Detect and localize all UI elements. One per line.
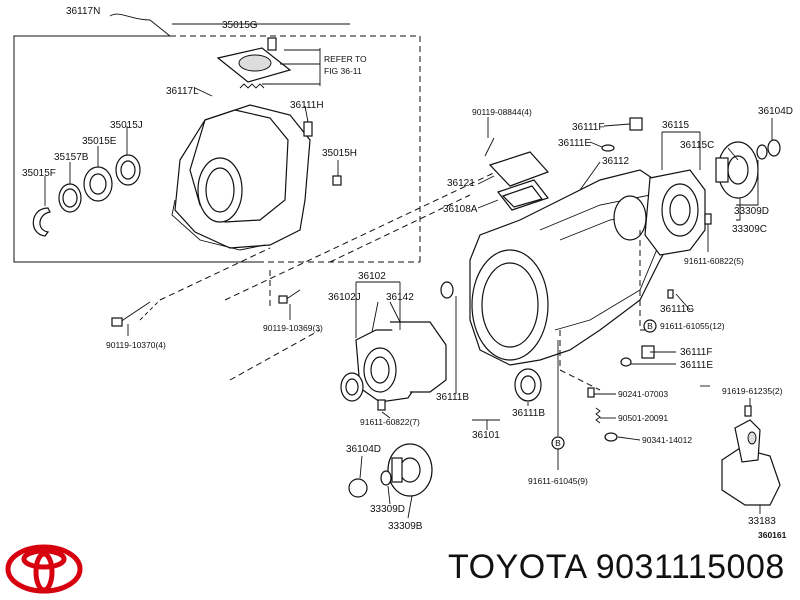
bearing-35015e — [83, 166, 113, 202]
leader-36117n — [109, 13, 171, 37]
plug-36111f-top — [629, 117, 643, 131]
gasket-inner — [501, 185, 544, 208]
pin-36117l — [194, 87, 213, 97]
dashed-link-3 — [229, 329, 321, 381]
label-36112: 36112 — [602, 156, 630, 167]
adapter-housing — [171, 104, 311, 251]
label-36142: 36142 — [386, 292, 414, 303]
seal-36111b-left — [440, 281, 454, 299]
bolt-90119-10369 — [278, 289, 301, 304]
bolt-91611-60822-5 — [704, 213, 712, 225]
label-36104d-bot: 36104D — [346, 444, 381, 455]
bolt-90119-10370 — [111, 301, 151, 327]
label-36111b-left: 36111B — [436, 392, 469, 403]
label-90119-10369: 90119-10369(3) — [263, 323, 323, 333]
label-90241-07003: 90241-07003 — [618, 389, 668, 399]
label-36111f-mid: 36111F — [680, 347, 712, 358]
label-33309b: 33309B — [388, 521, 423, 532]
label-36111f-top: 36111F — [572, 122, 604, 133]
seal-35015j — [115, 154, 141, 186]
label-fig: FIG 36-11 — [324, 66, 362, 76]
dashed-link-1 — [329, 194, 471, 263]
label-360161: 360161 — [758, 530, 787, 540]
snap-ring-35015f — [32, 207, 51, 237]
label-35015h: 35015H — [322, 148, 357, 159]
label-36102: 36102 — [358, 271, 386, 282]
washer-33309d-bot — [380, 470, 392, 486]
flange-36115c — [715, 141, 759, 199]
label-36111b-right: 36111B — [512, 408, 545, 419]
seal-36111b-right — [514, 368, 542, 402]
label-90119-10370: 90119-10370(4) — [106, 340, 166, 350]
label-35015f: 35015F — [22, 168, 56, 179]
plug-90341-14012 — [604, 432, 618, 442]
label-36117l: 36117L — [166, 86, 199, 97]
bolt-91619-61235 — [744, 405, 752, 417]
adapter-group-frame — [13, 35, 421, 263]
washer-33309d-top — [756, 144, 768, 160]
gasket-36142 — [390, 321, 447, 393]
label-36111e-top: 36111E — [558, 138, 591, 149]
label-90341-14012: 90341-14012 — [642, 435, 692, 445]
label-90501-20091: 90501-20091 — [618, 413, 668, 423]
front-cover-36115 — [644, 169, 706, 256]
seal-36102j — [340, 372, 364, 402]
label-36102j: 36102J — [328, 292, 361, 303]
marker-b-1: B — [643, 319, 657, 333]
label-91611-60822-7: 91611-60822(7) — [360, 417, 420, 427]
label-35015e: 35015E — [82, 136, 117, 147]
label-36101: 36101 — [472, 430, 500, 441]
marker-b-text: B — [555, 438, 561, 448]
leader-lines — [44, 48, 773, 519]
mount-33183 — [721, 419, 781, 506]
label-36111g: 36111G — [660, 304, 694, 315]
marker-b-text: B — [647, 321, 653, 331]
label-35157b: 35157B — [54, 152, 89, 163]
label-36115: 36115 — [662, 120, 690, 131]
label-33309d-bot: 33309D — [370, 504, 405, 515]
label-36108a: 36108A — [443, 204, 478, 215]
label-35015j: 35015J — [110, 120, 143, 131]
label-91611-60822-5: 91611-60822(5) — [684, 256, 744, 266]
label-91611-61055: 91611-61055(12) — [660, 321, 725, 331]
label-36117n: 36117N — [66, 6, 100, 17]
plug-35015h — [332, 175, 342, 186]
brand-part-number: TOYOTA 9031115008 — [448, 548, 785, 586]
toyota-logo-emblem — [5, 544, 83, 594]
main-housing-36101 — [469, 169, 681, 366]
spring-90501-20091 — [595, 407, 601, 424]
bolt-36111h — [303, 121, 313, 137]
dashed-link-2 — [224, 169, 501, 301]
label-36104d-top: 36104D — [758, 106, 793, 117]
label-35015g: 35015G — [222, 20, 258, 31]
label-36111h: 36111H — [290, 100, 324, 111]
part-labels: 36117N 35015G REFER TO FIG 36-11 36117L … — [22, 6, 793, 540]
label-36121: 36121 — [447, 178, 475, 189]
label-36115c: 36115C — [680, 140, 714, 151]
pin-36111g — [667, 289, 674, 299]
cover-36121 — [488, 151, 550, 187]
nut-36104d-top — [767, 139, 781, 157]
bolt-90119-08844 — [484, 137, 495, 157]
label-refer-to: REFER TO — [324, 54, 367, 64]
label-33309d-top: 33309D — [734, 206, 769, 217]
bolt-91611-60822-7 — [377, 399, 386, 411]
label-91611-61045: 91611-61045(9) — [528, 476, 588, 486]
gasket-36111e-top — [601, 144, 615, 152]
label-91619-61235: 91619-61235(2) — [722, 386, 783, 396]
cover-plate-35015g — [216, 37, 292, 89]
ring-35157b — [58, 183, 82, 213]
label-33183: 33183 — [748, 516, 776, 527]
toyota-logo — [5, 544, 83, 594]
label-33309c: 33309C — [732, 224, 767, 235]
plug-90241-07003 — [587, 387, 595, 398]
nut-36104d-bot — [348, 478, 368, 498]
flange-33309b — [387, 443, 433, 497]
label-36111e-mid: 36111E — [680, 360, 713, 371]
gasket-36111e-mid — [620, 357, 632, 367]
marker-b-2: B — [551, 436, 565, 450]
label-90119-08844: 90119-08844(4) — [472, 107, 532, 117]
